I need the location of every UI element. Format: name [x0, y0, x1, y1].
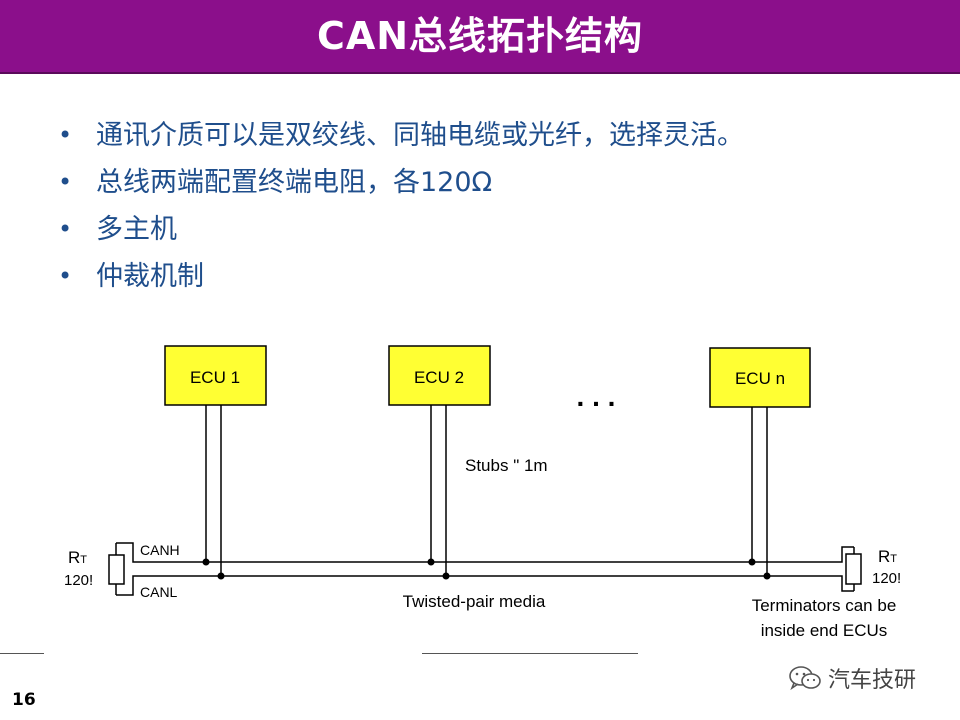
bullet-text: 通讯介质可以是双绞线、同轴电缆或光纤，选择灵活。 [96, 120, 744, 151]
right-terminator: RT 120! [845, 547, 901, 591]
left-terminator-r: R [68, 548, 80, 567]
bullet-dot: • [58, 121, 73, 149]
bullet-text: 总线两端配置终端电阻，各120Ω [96, 167, 493, 198]
svg-text:RT: RT [878, 547, 897, 566]
bus-wires [116, 542, 854, 596]
title-bar [0, 0, 960, 74]
bullet-text: 多主机 [96, 214, 177, 245]
ecu-n-label: ECU n [735, 369, 785, 388]
left-terminator-value: 120! [64, 572, 93, 589]
stub-lines [205, 405, 768, 576]
bullet-item: • 多主机 [58, 206, 744, 253]
bullet-item: • 总线两端配置终端电阻，各120Ω [58, 159, 744, 206]
terminator-note-line2: inside end ECUs [761, 621, 888, 640]
right-terminator-value: 120! [872, 570, 901, 587]
watermark-text: 汽车技研 [828, 668, 917, 693]
junction-dots [202, 558, 771, 580]
watermark: 汽车技研 [788, 662, 916, 694]
stubs-note: Stubs " 1m [465, 456, 548, 475]
ecu-n: ECU n [709, 347, 811, 408]
ecu-2-label: ECU 2 [414, 368, 464, 387]
media-label: Twisted-pair media [403, 592, 546, 611]
bullet-text: 仲裁机制 [96, 261, 204, 292]
bullet-item: • 仲裁机制 [58, 253, 744, 300]
bullet-dot: • [58, 262, 73, 290]
bullet-item: • 通讯介质可以是双绞线、同轴电缆或光纤，选择灵活。 [58, 112, 744, 159]
right-terminator-r: R [878, 547, 890, 566]
page-number: 16 [12, 690, 36, 710]
left-terminator: RT 120! [64, 543, 125, 595]
bullet-dot: • [58, 215, 73, 243]
canl-label: CANL [140, 584, 178, 600]
wechat-icon [789, 666, 821, 691]
bullet-list: • 通讯介质可以是双绞线、同轴电缆或光纤，选择灵活。 • 总线两端配置终端电阻，各1… [58, 112, 744, 300]
right-terminator-sub: T [890, 553, 897, 565]
ecu-2: ECU 2 [388, 345, 491, 406]
can-bus-diagram: ECU 1 ECU 2 ECU n . . . Stubs " 1m [64, 345, 901, 640]
left-terminator-sub: T [80, 554, 87, 566]
ecu-1-label: ECU 1 [190, 368, 240, 387]
slide-title: CAN总线拓扑结构 [316, 14, 644, 58]
bullet-dot: • [58, 168, 73, 196]
ellipsis: . . . [577, 381, 616, 412]
terminator-note-line1: Terminators can be [752, 596, 897, 615]
canh-label: CANH [140, 542, 180, 558]
footer-rule-left [0, 653, 44, 654]
ecu-1: ECU 1 [164, 345, 267, 406]
svg-text:RT: RT [68, 548, 87, 567]
footer-rule-right [422, 653, 638, 654]
